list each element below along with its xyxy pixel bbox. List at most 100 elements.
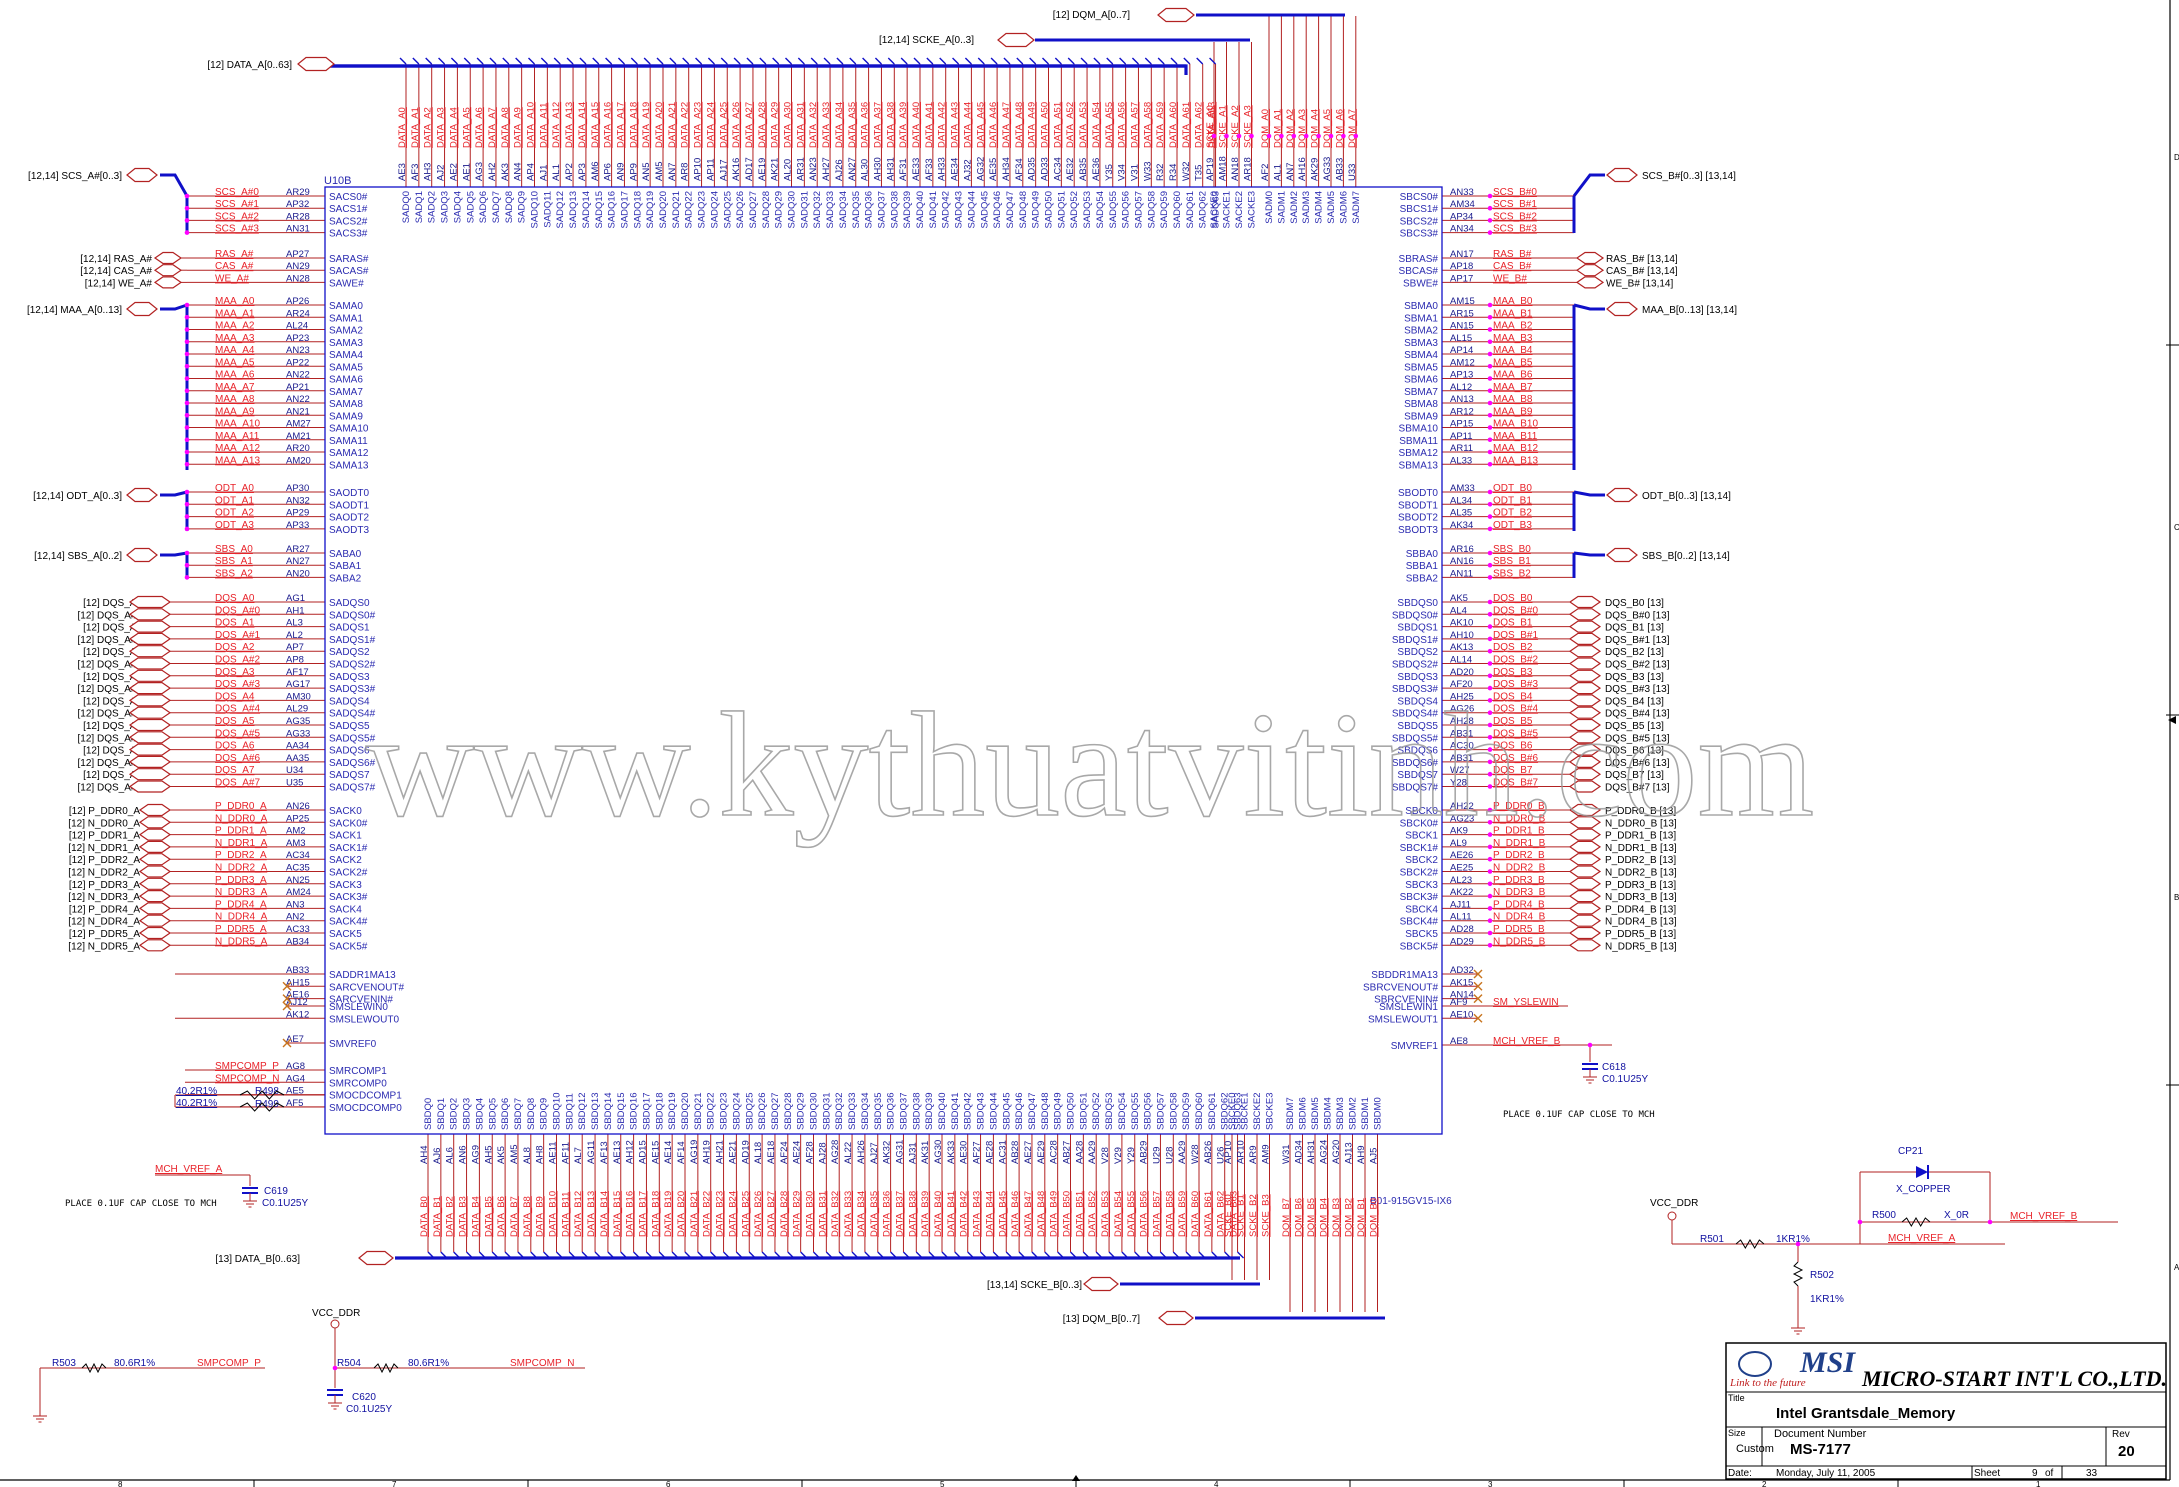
pin-number: AE5	[286, 1086, 304, 1097]
offpage-label-dqs: DQS_B7 [13]	[1605, 770, 1664, 781]
pin-name: SADQ37	[876, 191, 887, 229]
net-label: DQS_B#3	[1493, 679, 1538, 690]
bus-entry	[630, 57, 638, 65]
pin-name: SBCKE2	[1252, 1093, 1263, 1131]
junction-dot	[1487, 685, 1493, 691]
junction-dot	[1487, 673, 1493, 679]
net-label: DATA_A43	[950, 102, 961, 148]
net-label: DQM_A6	[1334, 109, 1345, 148]
net-label: DATA_B36	[882, 1191, 893, 1237]
pin-name: SAMA13	[329, 460, 369, 471]
pin-name: SADQS2	[329, 647, 370, 658]
pin-number: AE21	[727, 1141, 738, 1164]
pin-name: SBCK2#	[1400, 868, 1439, 879]
net-label: DATA_A50	[1040, 102, 1051, 148]
pin-number: Y35	[1104, 164, 1115, 181]
pin-name: SBDQ24	[731, 1093, 742, 1131]
bus-entry	[399, 57, 407, 65]
pin-name: SBDQS3	[1397, 672, 1438, 683]
pin-name: SBDM2	[1348, 1097, 1359, 1130]
net-label: DATA_A15	[590, 102, 601, 148]
pin-number: AD19	[740, 1140, 751, 1164]
net-label: DATA_B32	[830, 1191, 841, 1237]
pin-name: SADQS2#	[329, 660, 376, 671]
offpage-scke-a	[997, 32, 1035, 48]
net-label: DATA_B14	[599, 1191, 610, 1237]
pin-name: SBDQ12	[577, 1093, 588, 1131]
pin-name: SADQ53	[1082, 191, 1093, 229]
pin-number: AB33	[1334, 158, 1345, 181]
pin-number: AP7	[286, 642, 304, 653]
offpage-connector	[138, 914, 172, 927]
pin-name: SADQS7#	[329, 783, 376, 794]
junction-dot	[1487, 881, 1493, 887]
net-label: DATA_B58	[1164, 1191, 1175, 1237]
junction-dot	[1279, 133, 1284, 139]
net-label: SBS_A1	[215, 556, 253, 567]
pin-name: SBDQ61	[1207, 1093, 1218, 1131]
net-label: MAA_A2	[215, 321, 255, 332]
net-label: DATA_B18	[650, 1191, 661, 1237]
offpage-label-ck: [12] P_DDR0_A	[69, 806, 140, 817]
pin-name: SBDQ27	[770, 1093, 781, 1131]
bus-entry	[1080, 57, 1088, 65]
net-label: DQM_A2	[1285, 109, 1296, 148]
pin-number: AK10	[1450, 618, 1473, 629]
pin-number: AD34	[1294, 1140, 1305, 1164]
pin-name: SADQ29	[774, 191, 785, 229]
net-label: DATA_B12	[573, 1191, 584, 1237]
pin-name: SBCK1	[1405, 831, 1438, 842]
net-label: DATA_A8	[500, 107, 511, 148]
junction-dot	[1487, 327, 1493, 332]
pin-name: SBDQ8	[526, 1098, 537, 1130]
net-label: DQS_A4	[215, 691, 255, 702]
pin-name: SBCS2#	[1400, 216, 1439, 227]
net-label: P_DDR2_B	[1493, 850, 1545, 861]
pin-name: SBDQ59	[1181, 1093, 1192, 1131]
pin-number: AG31	[894, 1140, 905, 1164]
junction-dot	[184, 437, 190, 443]
junction-dot	[1795, 1241, 1801, 1247]
pin-number: AP25	[286, 813, 309, 824]
offpage-label-dqm-b: [13] DQM_B[0..7]	[1063, 1314, 1140, 1325]
offpage-connector	[128, 755, 172, 769]
bus-entry	[1209, 57, 1217, 65]
pin-name: SBMA5	[1404, 362, 1438, 373]
junction-dot	[1487, 388, 1493, 394]
r500-ref: R500	[1872, 1210, 1896, 1221]
offpage-label-dqs: DQS_B#4 [13]	[1605, 709, 1670, 720]
pin-number: AE7	[286, 1034, 304, 1045]
pin-name: SBDQ9	[539, 1098, 550, 1130]
pin-number: Y28	[1450, 778, 1467, 789]
pin-name: SADQS4#	[329, 709, 376, 720]
pin-name: SARCVENOUT#	[329, 982, 404, 993]
pin-name: SADQ24	[709, 191, 720, 229]
net-label: N_DDR2_A	[215, 863, 268, 874]
pin-name: SADQ52	[1069, 191, 1080, 229]
net-label: DATA_B55	[1126, 1191, 1137, 1237]
offpage-connector	[1568, 632, 1602, 646]
pin-number: AK5	[1450, 593, 1468, 604]
pin-number: AL29	[286, 704, 308, 715]
net-label: DATA_A22	[680, 102, 691, 148]
pin-name: SADM4	[1314, 191, 1325, 224]
net-label: DATA_B45	[997, 1191, 1008, 1237]
rev-number: 20	[2118, 1443, 2135, 1460]
pin-name: SMVREF1	[1391, 1041, 1439, 1052]
net-label: CAS_A#	[215, 261, 254, 272]
offpage-connector	[153, 251, 183, 265]
pin-number: AB31	[1450, 728, 1473, 739]
pin-number: W28	[1190, 1144, 1201, 1164]
pin-name: SADQ39	[902, 191, 913, 229]
pin-name: SADQS7	[329, 770, 370, 781]
svg-text:Custom: Custom	[1736, 1443, 1774, 1455]
junction-dot	[184, 376, 190, 381]
pin-number: AE13	[612, 1141, 623, 1164]
net-label: DQS_A3	[215, 667, 255, 678]
net-label: SCS_A#3	[215, 224, 259, 235]
net-label: MAA_B9	[1493, 406, 1533, 417]
pin-name: SACKE2	[1234, 191, 1245, 229]
border-number: 6	[666, 1480, 671, 1487]
net-label: DATA_A36	[860, 102, 871, 148]
net-label: DQS_B#1	[1493, 630, 1538, 641]
